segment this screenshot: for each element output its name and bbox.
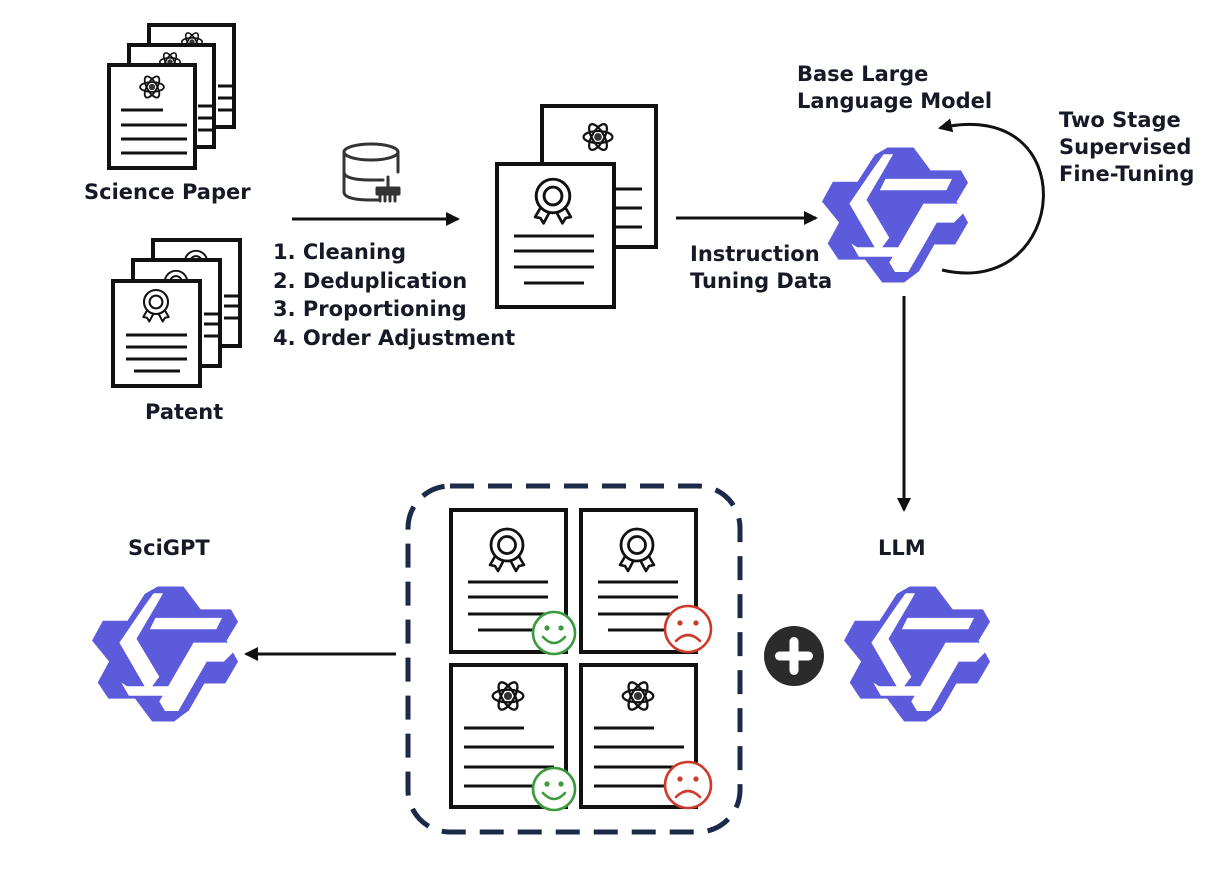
instruction-data-docs-icon <box>495 104 658 309</box>
processing-step: 3. Proportioning <box>273 297 467 321</box>
fine-tuning-label-line2: Supervised <box>1059 135 1192 159</box>
fine-tuning-label-line1: Two Stage <box>1059 108 1181 132</box>
processing-step: 4. Order Adjustment <box>273 325 516 350</box>
scigpt-logo-icon <box>89 584 241 724</box>
instruction-data-label: Instruction Tuning Data <box>690 241 832 295</box>
base-model-label-line2: Language Model <box>797 89 993 113</box>
database-clean-icon <box>342 142 401 203</box>
base-model-logo-icon <box>819 145 971 285</box>
llm-logo-icon <box>841 584 993 724</box>
happy-face-icon <box>531 610 577 656</box>
patent-label: Patent <box>145 400 224 424</box>
instruction-data-label-line1: Instruction <box>690 242 820 266</box>
fine-tuning-label: Two Stage Supervised Fine-Tuning <box>1059 107 1194 188</box>
happy-face-icon <box>531 766 577 812</box>
fine-tuning-loop-arrow <box>938 118 1045 275</box>
scigpt-label: SciGPT <box>128 536 210 560</box>
fine-tuning-label-line3: Fine-Tuning <box>1059 162 1195 186</box>
patent-stack-icon <box>111 238 242 388</box>
instruction-data-label-line2: Tuning Data <box>690 269 833 293</box>
science-paper-stack-icon <box>107 23 236 170</box>
processing-steps: 1. Cleaning 2. Deduplication 3. Proporti… <box>273 238 515 352</box>
sad-face-icon <box>663 760 713 810</box>
processing-step: 1. Cleaning <box>273 240 407 264</box>
science-paper-label: Science Paper <box>84 180 251 204</box>
sad-face-icon <box>663 604 713 654</box>
llm-label: LLM <box>878 536 926 560</box>
preference-data-box <box>405 483 743 835</box>
base-model-label: Base Large Language Model <box>797 61 992 115</box>
plus-icon <box>764 626 824 686</box>
base-model-label-line1: Base Large <box>797 62 929 86</box>
processing-step: 2. Deduplication <box>273 268 468 293</box>
